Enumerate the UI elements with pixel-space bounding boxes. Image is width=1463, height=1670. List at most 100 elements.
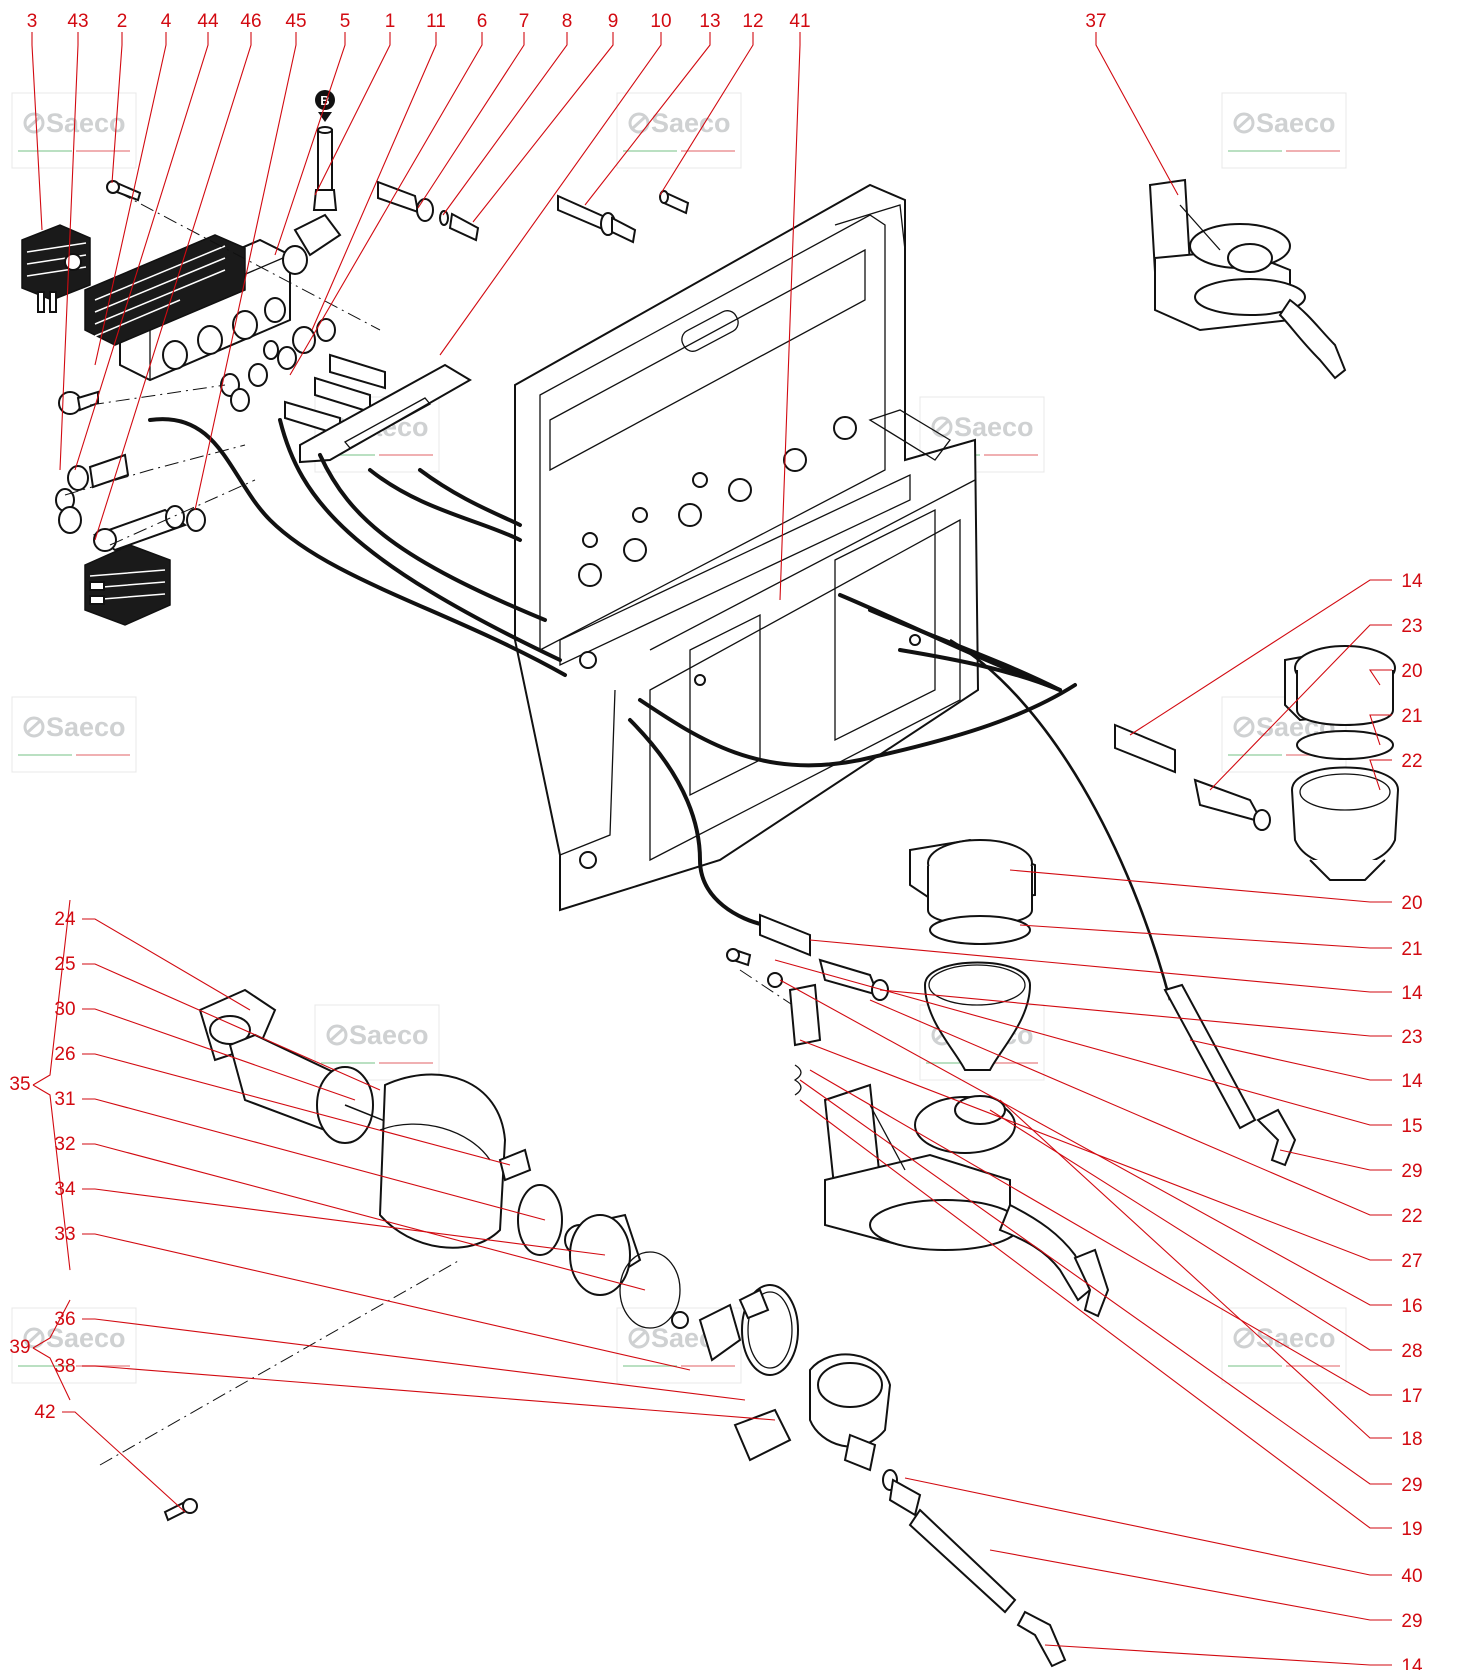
leader-line [82, 1318, 746, 1401]
dispenser-unit-top [1148, 178, 1347, 380]
callout-label: 31 [54, 1089, 75, 1110]
callout-label: 45 [285, 11, 306, 32]
leader-line [1368, 669, 1392, 686]
leader-line [799, 1099, 1392, 1529]
leader-line [869, 999, 1392, 1216]
leader-line [82, 918, 251, 1011]
frame-screw-holes [578, 416, 921, 869]
leader-line [989, 1109, 1392, 1351]
leader-line [584, 32, 711, 206]
watermark-text: Saeco [1256, 1323, 1336, 1353]
callout-label: 1 [385, 11, 396, 32]
leader-line [779, 32, 801, 601]
leader-line [314, 32, 391, 196]
callout-label: 18 [1401, 1429, 1422, 1450]
leader-line [999, 1099, 1392, 1439]
callout-label: 32 [54, 1134, 75, 1155]
callout-label: 4 [161, 11, 172, 32]
grinder-motor-assembly [163, 988, 1067, 1668]
callout-label: 2 [117, 11, 128, 32]
leader-line [809, 1069, 1392, 1396]
callout-label: 39 [9, 1337, 30, 1358]
marker-letter: B [320, 93, 329, 108]
callout-label: 11 [426, 11, 446, 32]
leader-line [1129, 579, 1392, 736]
leader-line [82, 1008, 356, 1101]
coil-pack [84, 234, 246, 346]
watermark-tile: Saeco [1221, 1307, 1347, 1384]
callout-label: 25 [54, 954, 75, 975]
leader-line [82, 1098, 546, 1221]
callout-label: 13 [699, 11, 720, 32]
callout-label: 14 [1401, 1071, 1423, 1092]
callout-label: 23 [1401, 1027, 1422, 1048]
leader-line [59, 32, 79, 471]
hoses [148, 417, 1172, 1001]
watermark-text: Saeco [1256, 108, 1336, 138]
callout-label: 16 [1401, 1296, 1422, 1317]
leader-line [417, 32, 525, 209]
leader-line [62, 1411, 186, 1513]
leader-line [989, 1549, 1392, 1621]
callout-label: 15 [1401, 1116, 1422, 1137]
leader-line [1009, 869, 1392, 903]
watermark-text: Saeco [46, 1323, 126, 1353]
callout-label: 29 [1401, 1475, 1422, 1496]
callout-label: 10 [650, 11, 671, 32]
machine-frame [514, 183, 980, 912]
callout-label: 29 [1401, 1611, 1422, 1632]
callout-label: 3 [27, 11, 38, 32]
leader-line [442, 32, 568, 216]
watermark-tile: Saeco [314, 1004, 440, 1081]
leader-line [1019, 924, 1392, 949]
watermark-text: Saeco [954, 412, 1034, 442]
leader-line [82, 963, 381, 1091]
callout-label: 14 [1401, 983, 1423, 1004]
callout-label: 14 [1401, 571, 1423, 592]
coffee-spout-right [1114, 645, 1400, 881]
leader-line [799, 1039, 1392, 1261]
leader-line [1279, 1149, 1392, 1171]
leader-line [904, 1477, 1392, 1576]
leader-line [799, 1079, 1392, 1485]
leader-line [32, 899, 71, 1086]
callout-label: 24 [54, 909, 76, 930]
callout-label: 40 [1401, 1566, 1422, 1587]
leader-line [1095, 32, 1179, 196]
callout-label: 21 [1401, 706, 1422, 727]
watermark-tile: Saeco [11, 1307, 137, 1384]
solenoid-coil-single [21, 224, 91, 313]
callout-label: 28 [1401, 1341, 1422, 1362]
leader-line [809, 939, 1392, 993]
callout-label: 22 [1401, 1206, 1422, 1227]
callout-label: 8 [562, 11, 573, 32]
callout-label: 46 [240, 11, 261, 32]
callout-label: 27 [1401, 1251, 1422, 1272]
callout-label: 23 [1401, 616, 1422, 637]
callout-label: 38 [54, 1356, 75, 1377]
leader-line [1044, 1644, 1392, 1666]
leader-line [879, 989, 1392, 1037]
leader-line [774, 959, 1392, 1126]
leader-line [1189, 1039, 1392, 1081]
callout-label: 41 [789, 11, 810, 32]
callout-label: 5 [340, 11, 351, 32]
leader-line [74, 32, 209, 471]
solenoid-valve-block: B [21, 90, 690, 626]
callout-label: 17 [1401, 1386, 1422, 1407]
leader-line [82, 1143, 646, 1291]
callout-label: 42 [34, 1402, 55, 1423]
watermark-text: Saeco [46, 712, 126, 742]
watermark-tile: Saeco [11, 696, 137, 773]
leader-line [659, 32, 754, 196]
hose-ends-right [1073, 983, 1297, 1318]
solenoid-coil-lower [84, 544, 171, 626]
leader-line [1369, 714, 1392, 746]
callout-label: 20 [1401, 893, 1422, 914]
callout-label: 19 [1401, 1519, 1422, 1540]
callout-label: 20 [1401, 661, 1422, 682]
callout-label: 7 [519, 11, 530, 32]
callout-label: 36 [54, 1309, 75, 1330]
